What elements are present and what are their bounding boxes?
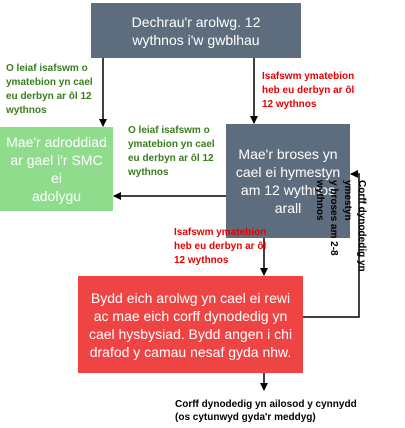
extend-line-3: am 12 wythnos [240,182,336,198]
alert-line-1: Bydd eich arolwg yn cael ei rewi [90,289,291,306]
label-body-resets: Corff dynodedig yn ailosod y cynnydd (os… [175,399,357,423]
arrow-alert-to-extend [303,170,360,318]
report-line-1: Mae'r adroddiad [6,134,107,150]
extend-line-1: Mae'r broses yn [238,146,338,162]
start-line-2: wythnos i'w gwblhau [132,31,260,48]
extend-line-4: arall [274,200,302,216]
label-body-extends: Corff dynodedig yn ymestyn y broses am 2… [314,180,367,272]
survey-frozen-box: Bydd eich arolwg yn cael ei rewi ac mae … [78,276,303,373]
start-line-1: Dechrau'r arolwg. 12 [131,13,261,30]
alert-line-4: drafod y camau nesaf gyda nhw. [89,343,292,360]
report-line-2: ar gael i'r SMC ei [10,152,103,186]
extend-process-box: Mae'r broses yn cael ei hymestyn am 12 w… [226,124,350,238]
label-min-responses-mid: O leiaf isafswm o ymatebion yn cael eu d… [128,125,215,178]
report-available-box: Mae'r adroddiad ar gael i'r SMC ei adoly… [0,127,113,211]
extend-line-2: cael ei hymestyn [235,164,341,180]
alert-line-3: cael hysbysiad. Bydd angen i chi [88,325,293,342]
report-line-3: adolygu [31,188,82,204]
alert-line-2: ac mae eich corff dynodedig yn [93,307,288,324]
start-survey-box: Dechrau'r arolwg. 12 wythnos i'w gwblhau [91,3,301,58]
label-min-responses-left: O leiaf isafswm o ymatebion yn cael eu d… [6,63,93,116]
label-not-received-top: Isafswm ymatebion heb eu derbyn ar ôl 12… [262,71,355,110]
label-not-received-mid: Isafswm ymatebion heb eu derbyn ar ôl 12… [174,227,267,266]
